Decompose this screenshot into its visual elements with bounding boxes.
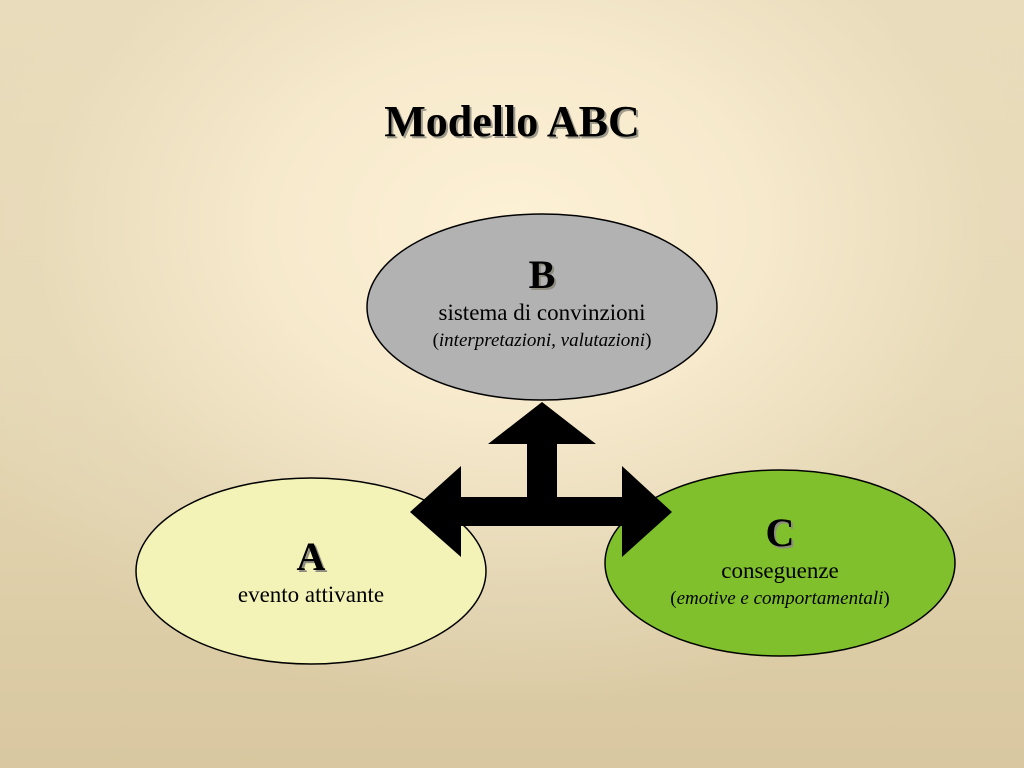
node-a-ellipse (135, 477, 487, 665)
three-way-arrow (410, 402, 672, 557)
node-b-description: sistema di convinzioni (438, 300, 646, 325)
node-b: B sistema di convinzioni (interpretazion… (392, 252, 692, 354)
node-b-detail: (interpretazioni, valutazioni) (432, 330, 652, 351)
node-a-letter: A (296, 534, 326, 579)
slide-title: Modello ABC (384, 97, 640, 146)
node-c-description: conseguenze (721, 558, 839, 583)
node-a-description: evento attivante (237, 582, 385, 607)
node-c-ellipse (604, 469, 956, 657)
node-b-detail-text: interpretazioni, valutazioni (438, 330, 646, 351)
node-c-detail-text: emotive e comportamentali (676, 588, 884, 609)
node-b-letter: B (528, 252, 556, 297)
node-c-detail: (emotive e comportamentali) (670, 588, 890, 609)
node-a: A evento attivante (161, 534, 461, 610)
node-c: C conseguenze (emotive e comportamentali… (620, 510, 940, 612)
node-c-letter: C (765, 510, 795, 555)
node-b-ellipse (366, 213, 718, 401)
